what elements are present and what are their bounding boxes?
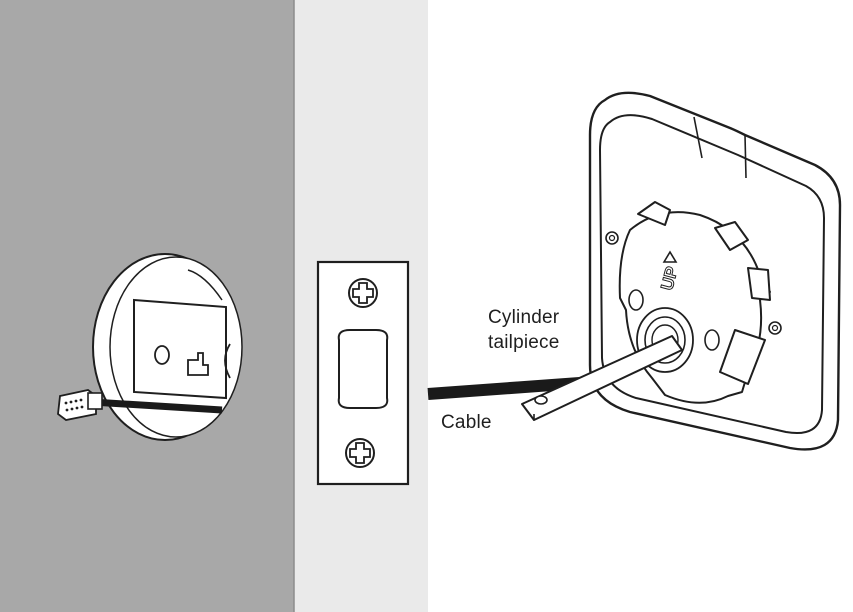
strike-plate	[318, 262, 408, 484]
cable-label: Cable	[441, 412, 492, 434]
cylinder-tailpiece-label-line2: tailpiece	[488, 332, 560, 354]
phillips-screw-icon	[346, 439, 374, 467]
latch-bolt	[134, 300, 230, 398]
cylinder-tailpiece-label-line1: Cylinder	[488, 307, 559, 329]
phillips-screw-icon	[349, 279, 377, 307]
